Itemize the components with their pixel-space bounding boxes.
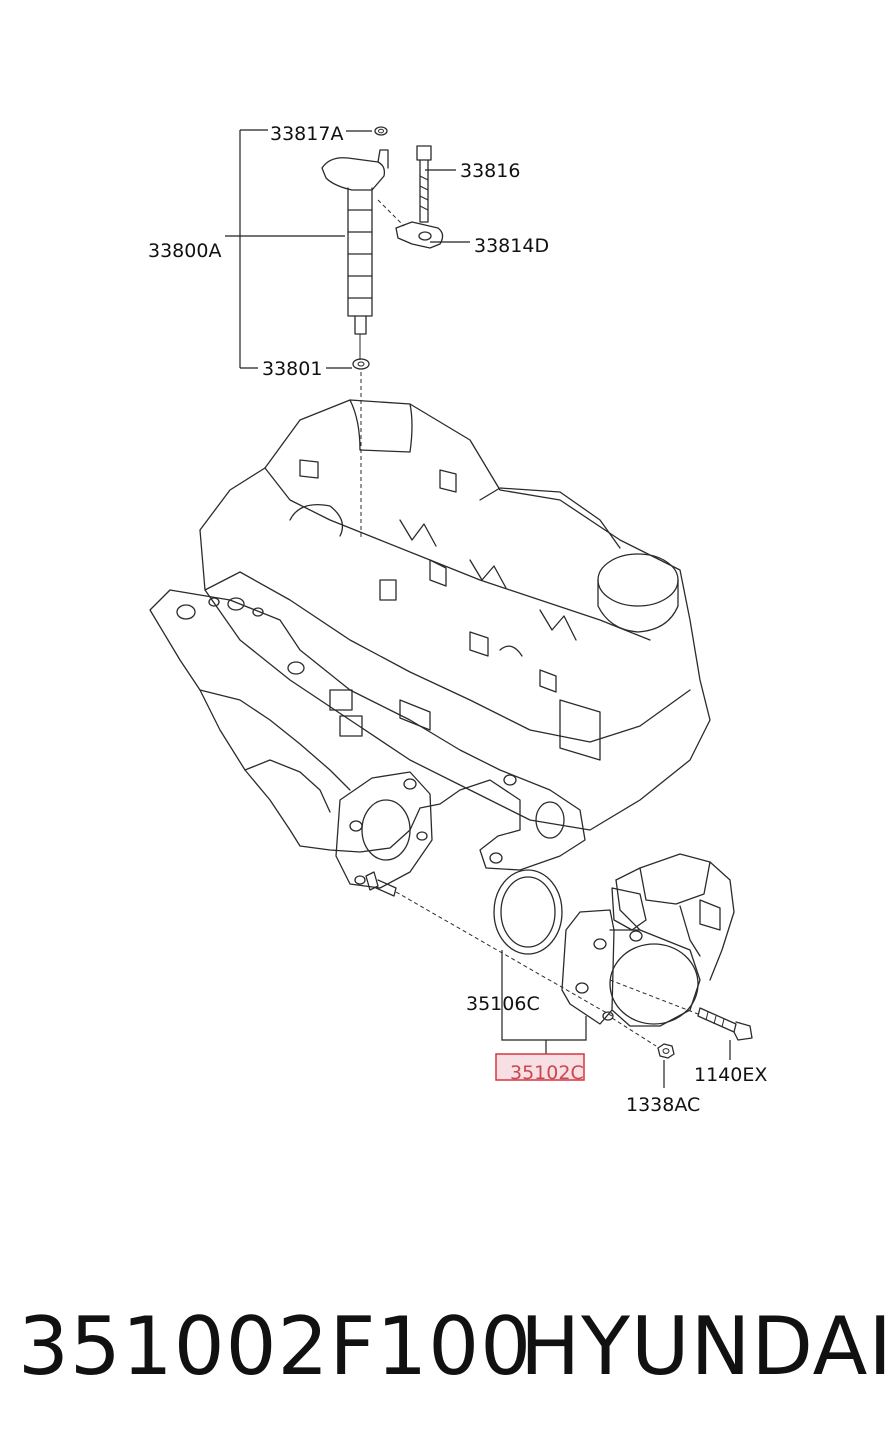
parts-diagram: 33817A 33816 33800A 33814D 33801 35106C … [148,123,767,1116]
callout-33800a[interactable]: 33800A [148,240,221,262]
callout-33814d[interactable]: 33814D [474,235,549,257]
throttle-body-35102c-drawing [561,853,735,1027]
callout-35106c[interactable]: 35106C [466,993,540,1015]
gasket-35106c-drawing [493,869,563,955]
nut-1338ac-drawing [611,1017,675,1059]
callout-1338ac[interactable]: 1338AC [626,1094,700,1116]
cylinder-head-drawing [199,399,711,831]
injector-33800a-drawing [321,149,389,360]
throttle-leaders [501,950,731,1088]
washer-33801-drawing [352,358,370,370]
part-number: 351002F100 [18,1300,533,1393]
callout-33801[interactable]: 33801 [262,358,322,380]
callout-33817a[interactable]: 33817A [270,123,343,145]
footer-caption: 351002F100 HYUNDAI [0,1290,886,1420]
manifold-stud-drawing [365,871,613,1017]
injector-bracket-leaders [225,129,470,369]
brand-name: HYUNDAI [520,1300,886,1393]
clamp-33814d-drawing [377,199,444,249]
callout-35102c[interactable]: 35102C [510,1062,584,1084]
callout-33816[interactable]: 33816 [460,160,520,182]
intake-manifold-drawing [149,589,586,889]
washer-33817a-drawing [374,126,388,136]
bolt-33816-drawing [416,145,432,223]
bolt-1140ex-drawing [609,979,753,1041]
highlight-box [495,1053,585,1081]
callout-1140ex[interactable]: 1140EX [694,1064,767,1086]
